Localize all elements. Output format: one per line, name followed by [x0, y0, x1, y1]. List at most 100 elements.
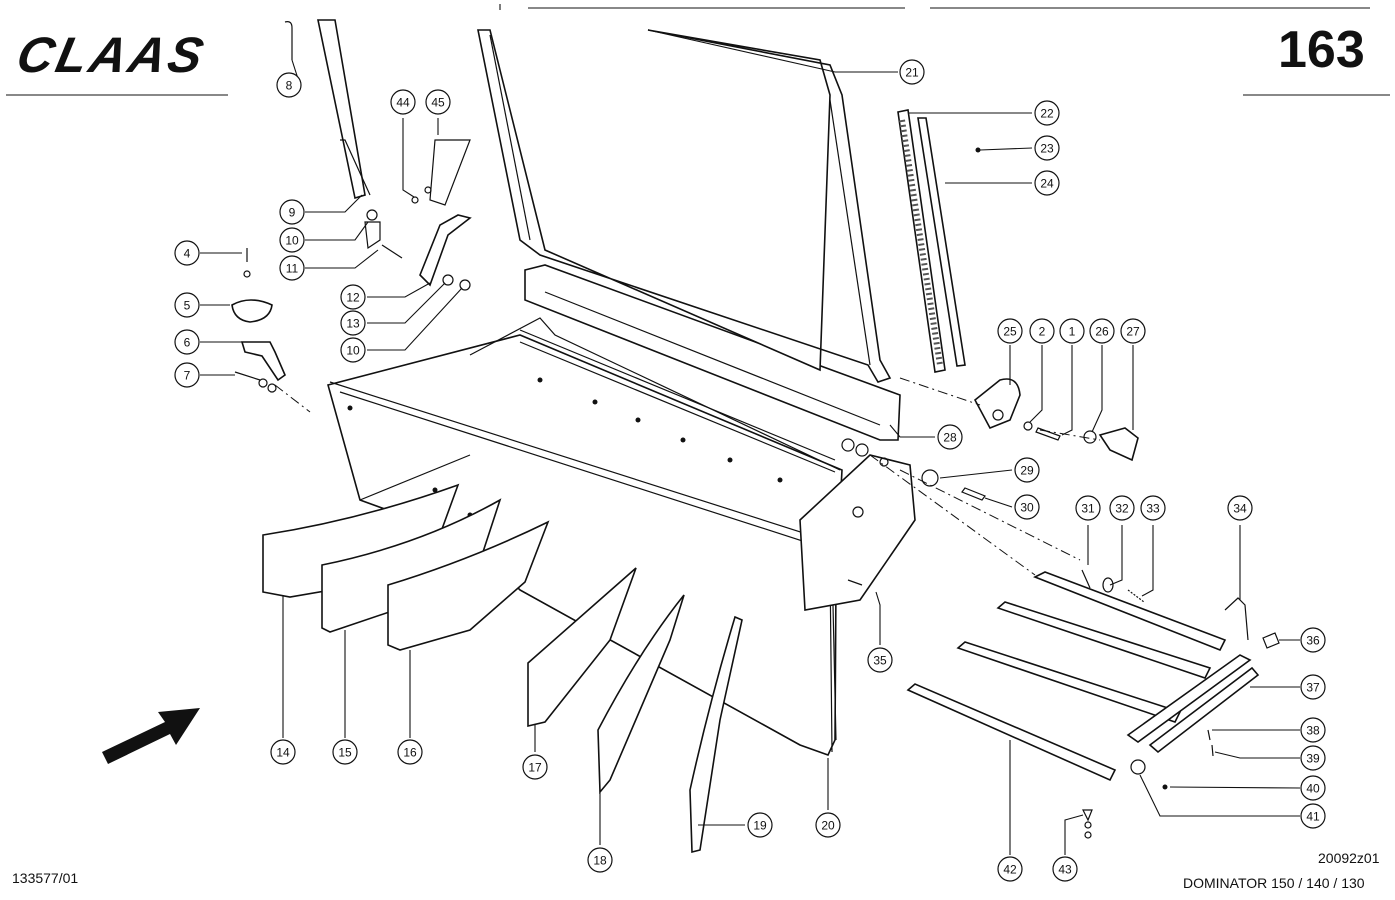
- callout-circle: [1140, 495, 1166, 521]
- callout-11: 11: [279, 255, 305, 281]
- callout-1: 1: [1059, 318, 1085, 344]
- callout-42: 42: [997, 856, 1023, 882]
- callout-38: 38: [1300, 717, 1326, 743]
- callout-circle: [1014, 494, 1040, 520]
- callout-circle: [1300, 627, 1326, 653]
- callout-circle: [174, 240, 200, 266]
- callout-number: 15: [338, 746, 352, 760]
- callout-25: 25: [997, 318, 1023, 344]
- callout-number: 26: [1095, 325, 1109, 339]
- callout-number: 40: [1306, 782, 1320, 796]
- callout-circle: [1089, 318, 1115, 344]
- drawing-code: 133577/01: [12, 870, 79, 886]
- callout-number: 19: [753, 819, 767, 833]
- callout-circle: [279, 227, 305, 253]
- callout-number: 45: [431, 96, 445, 110]
- callout-circle: [747, 812, 773, 838]
- callout-circle: [1227, 495, 1253, 521]
- callout-23: 23: [1034, 135, 1060, 161]
- callout-circle: [522, 754, 548, 780]
- callout-number: 18: [593, 854, 607, 868]
- callout-number: 23: [1040, 142, 1054, 156]
- callout-number: 44: [396, 96, 410, 110]
- callout-number: 35: [873, 654, 887, 668]
- callout-32: 32: [1109, 495, 1135, 521]
- callout-15: 15: [332, 739, 358, 765]
- callout-number: 1: [1069, 325, 1076, 339]
- callout-circle: [1075, 495, 1101, 521]
- callout-number: 27: [1126, 325, 1140, 339]
- callout-18: 18: [587, 847, 613, 873]
- callout-circle: [397, 739, 423, 765]
- leader-lines: [200, 29, 1301, 855]
- seal-strip: [897, 109, 981, 373]
- canvas-panel: [477, 29, 892, 383]
- callout-circle: [1300, 674, 1326, 700]
- callout-number: 36: [1306, 634, 1320, 648]
- callout-40: 40: [1300, 775, 1326, 801]
- callout-number: 41: [1306, 810, 1320, 824]
- callout-number: 24: [1040, 177, 1054, 191]
- callout-circle: [1109, 495, 1135, 521]
- callout-27: 27: [1120, 318, 1146, 344]
- callout-10: 10: [340, 337, 366, 363]
- callout-33: 33: [1140, 495, 1166, 521]
- callout-number: 38: [1306, 724, 1320, 738]
- callout-circle: [332, 739, 358, 765]
- callout-circle: [1034, 135, 1060, 161]
- callout-7: 7: [174, 362, 200, 388]
- callout-39: 39: [1300, 745, 1326, 771]
- callout-number: 9: [289, 206, 296, 220]
- callout-37: 37: [1300, 674, 1326, 700]
- callout-14: 14: [270, 739, 296, 765]
- callout-number: 30: [1020, 501, 1034, 515]
- callout-number: 43: [1058, 863, 1072, 877]
- callout-circle: [867, 647, 893, 673]
- callout-9: 9: [279, 199, 305, 225]
- callout-6: 6: [174, 329, 200, 355]
- callout-number: 21: [905, 66, 919, 80]
- callout-circle: [174, 329, 200, 355]
- callout-circle: [997, 318, 1023, 344]
- callout-circle: [1300, 775, 1326, 801]
- callout-number: 11: [286, 262, 299, 276]
- callout-number: 25: [1003, 325, 1017, 339]
- callout-number: 31: [1081, 502, 1095, 516]
- callout-number: 10: [285, 234, 299, 248]
- callout-circle: [174, 362, 200, 388]
- callout-circle: [1300, 717, 1326, 743]
- callout-circle: [815, 812, 841, 838]
- callout-17: 17: [522, 754, 548, 780]
- left-hardware: [231, 19, 472, 413]
- callout-number: 5: [184, 299, 191, 313]
- header-rules: [6, 4, 1390, 96]
- callout-circle: [1300, 745, 1326, 771]
- callout-circle: [937, 424, 963, 450]
- callout-19: 19: [747, 812, 773, 838]
- callout-number: 33: [1146, 502, 1160, 516]
- side-strips: [527, 567, 743, 854]
- callout-number: 6: [184, 336, 191, 350]
- callout-34: 34: [1227, 495, 1253, 521]
- model-label: DOMINATOR 150 / 140 / 130: [1183, 875, 1365, 891]
- callout-21: 21: [899, 59, 925, 85]
- page-number: 163: [1278, 21, 1365, 79]
- callout-29: 29: [1014, 457, 1040, 483]
- callout-number: 16: [403, 746, 417, 760]
- callout-circle: [1052, 856, 1078, 882]
- callout-number: 8: [286, 79, 293, 93]
- rubber-flaps: [262, 483, 550, 651]
- callout-20: 20: [815, 812, 841, 838]
- callout-circle: [997, 856, 1023, 882]
- callout-circle: [425, 89, 451, 115]
- callout-number: 17: [528, 761, 542, 775]
- callout-24: 24: [1034, 170, 1060, 196]
- callout-43: 43: [1052, 856, 1078, 882]
- direction-arrow-icon: [102, 708, 200, 764]
- callout-circle: [1034, 170, 1060, 196]
- callout-circle: [279, 255, 305, 281]
- callout-36: 36: [1300, 627, 1326, 653]
